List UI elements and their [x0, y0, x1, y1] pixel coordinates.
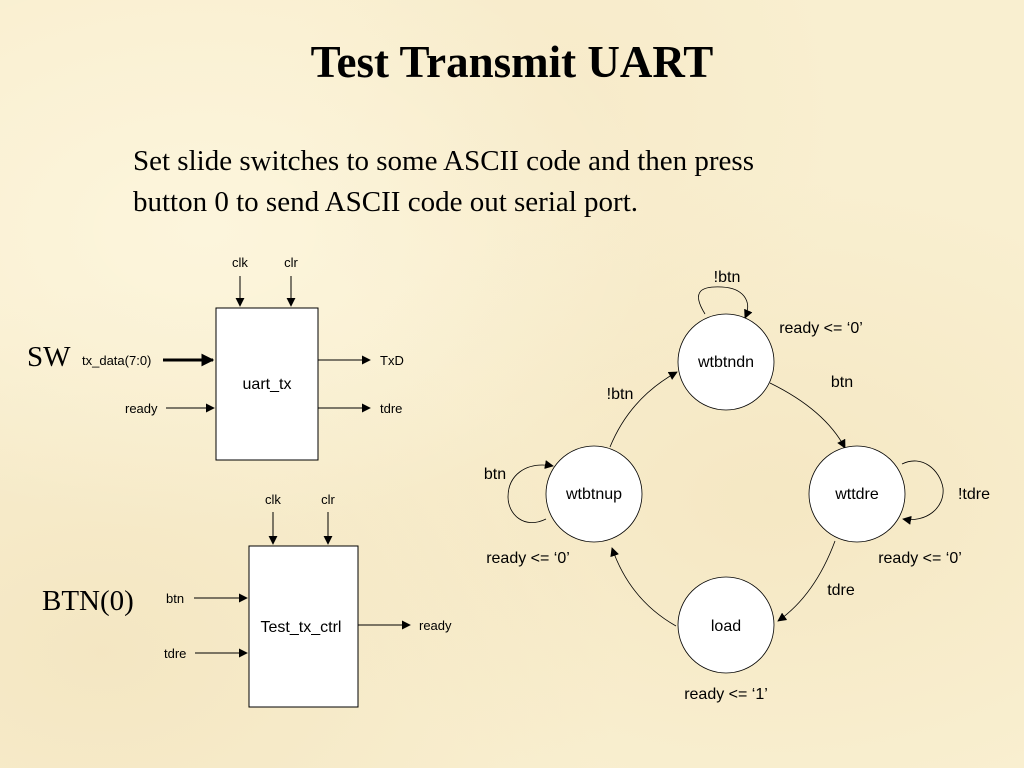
state-load-label: load [711, 618, 741, 635]
output-wtbtnup: ready <= ‘0’ [486, 550, 570, 567]
label-wttdre-to-load: tdre [827, 582, 855, 599]
uart-tx-name: uart_tx [243, 376, 292, 393]
test-tx-ctrl-clk-label: clk [265, 492, 281, 507]
self-loop-wttdre [901, 460, 944, 525]
test-tx-ctrl-tdre-label: tdre [164, 646, 186, 661]
state-wtbtnup: wtbtnup [545, 445, 643, 543]
state-wtbtndn: wtbtndn [677, 313, 775, 411]
uart-tx-ready-label: ready [125, 401, 158, 416]
state-load-circle [677, 576, 775, 674]
test-tx-ctrl-name: Test_tx_ctrl [261, 619, 342, 636]
uart-tx-clr-label: clr [284, 255, 298, 270]
transition-wtbtnup-to-wtbtndn [609, 371, 678, 448]
slide-description: Set slide switches to some ASCII code an… [133, 141, 933, 223]
self-loop-wtbtnup [507, 460, 554, 524]
sw-label: SW [27, 341, 71, 373]
uart-tx-txdata-label: tx_data(7:0) [82, 353, 151, 368]
state-wtbtndn-circle [677, 313, 775, 411]
test-tx-ctrl-block: Test_tx_ctrl clk clr BTN(0) btn tdre rea… [42, 492, 452, 708]
self-loop-wtbtndn [698, 286, 753, 319]
uart-tx-box [215, 307, 319, 461]
description-line-2: button 0 to send ASCII code out serial p… [133, 186, 639, 218]
test-tx-ctrl-ready-label: ready [419, 618, 452, 633]
output-wttdre: ready <= ‘0’ [878, 550, 962, 567]
label-wtbtnup-to-wtbtndn: !btn [607, 386, 634, 403]
state-wttdre: wttdre [808, 445, 906, 543]
label-wtbtndn-self: !btn [714, 269, 741, 286]
state-wttdre-label: wttdre [834, 486, 879, 503]
label-wtbtnup-self: btn [484, 466, 506, 483]
uart-tx-clk-label: clk [232, 255, 248, 270]
state-wttdre-circle [808, 445, 906, 543]
state-machine: wtbtndn wttdre load wtbtnup !btn btn !td… [484, 269, 990, 703]
test-tx-ctrl-btn-label: btn [166, 591, 184, 606]
uart-tx-txd-label: TxD [380, 353, 404, 368]
description-line-1: Set slide switches to some ASCII code an… [133, 145, 754, 177]
label-wtbtndn-to-wttdre: btn [831, 374, 853, 391]
uart-tx-block: uart_tx clk clr SW tx_data(7:0) ready Tx… [27, 255, 404, 461]
transition-wttdre-to-load [777, 540, 836, 622]
slide-title: Test Transmit UART [310, 37, 714, 87]
state-wtbtnup-circle [545, 445, 643, 543]
output-load: ready <= ‘1’ [684, 686, 768, 703]
btn0-label: BTN(0) [42, 585, 134, 617]
transition-load-to-wtbtnup [610, 547, 677, 627]
output-wtbtndn: ready <= ‘0’ [779, 320, 863, 337]
state-wtbtnup-label: wtbtnup [565, 486, 622, 503]
label-wttdre-self: !tdre [958, 486, 990, 503]
transition-wtbtndn-to-wttdre [769, 382, 846, 449]
test-tx-ctrl-box [248, 545, 359, 708]
test-tx-ctrl-clr-label: clr [321, 492, 335, 507]
state-load: load [677, 576, 775, 674]
uart-tx-tdre-label: tdre [380, 401, 402, 416]
state-wtbtndn-label: wtbtndn [697, 354, 754, 371]
